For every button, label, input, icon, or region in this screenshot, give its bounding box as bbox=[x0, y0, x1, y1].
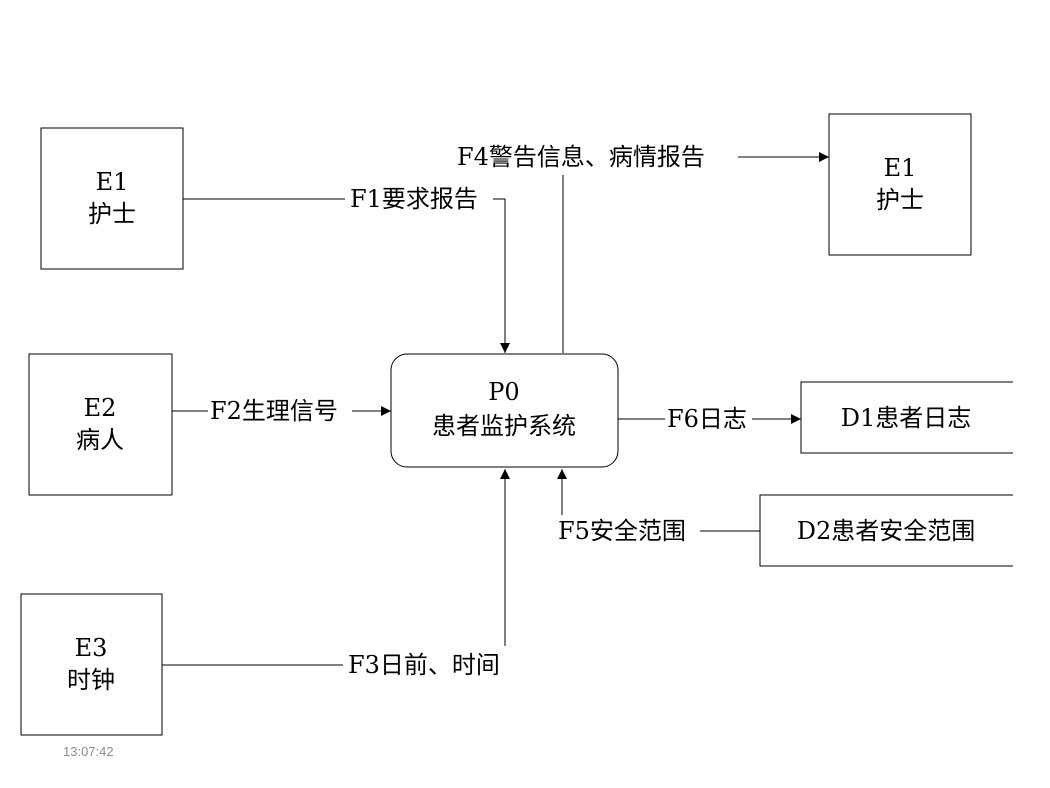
entity-name: 时钟 bbox=[67, 666, 115, 694]
timestamp: 13:07:42 bbox=[63, 744, 114, 759]
entity-e3: E3 时钟 bbox=[20, 593, 163, 736]
process-p0: P0 患者监护系统 bbox=[390, 353, 619, 468]
entity-e2: E2 病人 bbox=[28, 353, 173, 496]
flow-f1-label: F1要求报告 bbox=[350, 185, 478, 213]
store-d2: D2患者安全范围 bbox=[759, 494, 1013, 567]
entity-e1-right: E1 护士 bbox=[828, 113, 972, 256]
entity-id: E1 bbox=[884, 154, 917, 182]
flow-f1-line bbox=[183, 198, 505, 353]
store-label: D1患者日志 bbox=[841, 404, 972, 432]
store-d1: D1患者日志 bbox=[800, 381, 1013, 454]
flow-f4-label: F4警告信息、病情报告 bbox=[457, 143, 705, 171]
flow-f2-label: F2生理信号 bbox=[210, 397, 338, 425]
entity-id: E3 bbox=[75, 634, 108, 662]
process-name: 患者监护系统 bbox=[432, 412, 576, 440]
flow-f5-label: F5安全范围 bbox=[558, 517, 686, 545]
entity-id: E1 bbox=[96, 168, 129, 196]
entity-name: 护士 bbox=[876, 186, 924, 214]
flow-f3-label: F3日前、时间 bbox=[348, 651, 500, 679]
entity-id: E2 bbox=[84, 394, 117, 422]
entity-name: 护士 bbox=[88, 200, 136, 228]
entity-e1-left: E1 护士 bbox=[40, 127, 184, 270]
process-id: P0 bbox=[488, 378, 519, 406]
entity-name: 病人 bbox=[76, 426, 124, 454]
store-label: D2患者安全范围 bbox=[797, 517, 976, 545]
flow-f6-label: F6日志 bbox=[667, 405, 747, 433]
